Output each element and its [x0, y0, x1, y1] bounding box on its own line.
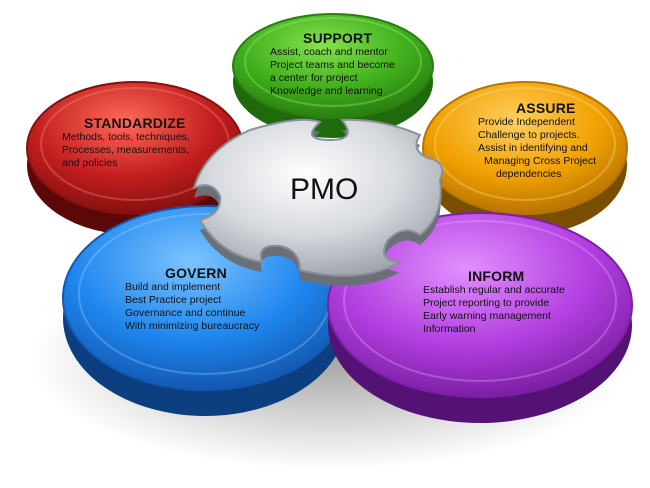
center-piece: [192, 118, 444, 286]
petal-standardize: [26, 81, 244, 235]
petal-assure: [422, 81, 628, 235]
petal-support: [232, 13, 434, 138]
petal-inform: [327, 212, 633, 423]
